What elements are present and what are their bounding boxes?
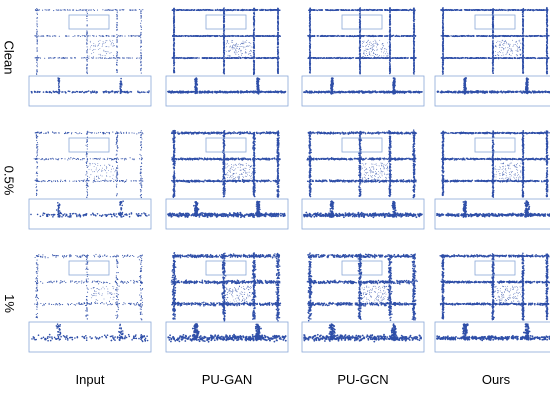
point-cloud-image bbox=[28, 8, 152, 107]
row-label-clean: Clean bbox=[0, 0, 18, 115]
point-cloud-image bbox=[434, 130, 550, 230]
column-label-pu-gan: PU-GAN bbox=[162, 372, 292, 387]
point-cloud-pugcn-row-2 bbox=[298, 248, 428, 358]
row-label-text: Clean bbox=[2, 41, 17, 75]
column-label-ours: Ours bbox=[431, 372, 550, 387]
point-cloud-image bbox=[165, 129, 289, 230]
point-cloud-pugan-row-1 bbox=[162, 125, 292, 235]
point-cloud-pugan-row-2 bbox=[162, 248, 292, 358]
point-cloud-input-row-0 bbox=[25, 2, 155, 112]
point-cloud-pugcn-row-0 bbox=[298, 2, 428, 112]
row-label-text: 1% bbox=[2, 294, 17, 313]
point-cloud-input-row-1 bbox=[25, 125, 155, 235]
point-cloud-image bbox=[165, 7, 289, 107]
point-cloud-image bbox=[301, 252, 425, 353]
point-cloud-ours-row-2 bbox=[431, 248, 550, 358]
column-label-pu-gcn: PU-GCN bbox=[298, 372, 428, 387]
row-label-text: 0.5% bbox=[2, 166, 17, 196]
point-cloud-pugcn-row-1 bbox=[298, 125, 428, 235]
point-cloud-pugan-row-0 bbox=[162, 2, 292, 112]
point-cloud-image bbox=[165, 251, 289, 353]
point-cloud-image bbox=[28, 130, 152, 230]
point-cloud-ours-row-1 bbox=[431, 125, 550, 235]
point-cloud-image bbox=[28, 253, 152, 353]
row-label-1-percent: 1% bbox=[0, 246, 18, 361]
column-label-input: Input bbox=[25, 372, 155, 387]
point-cloud-ours-row-0 bbox=[431, 2, 550, 112]
point-cloud-image bbox=[434, 252, 550, 353]
row-label-0-5-percent: 0.5% bbox=[0, 123, 18, 238]
point-cloud-image bbox=[301, 7, 425, 107]
point-cloud-input-row-2 bbox=[25, 248, 155, 358]
point-cloud-image bbox=[434, 6, 550, 107]
point-cloud-image bbox=[301, 129, 425, 230]
